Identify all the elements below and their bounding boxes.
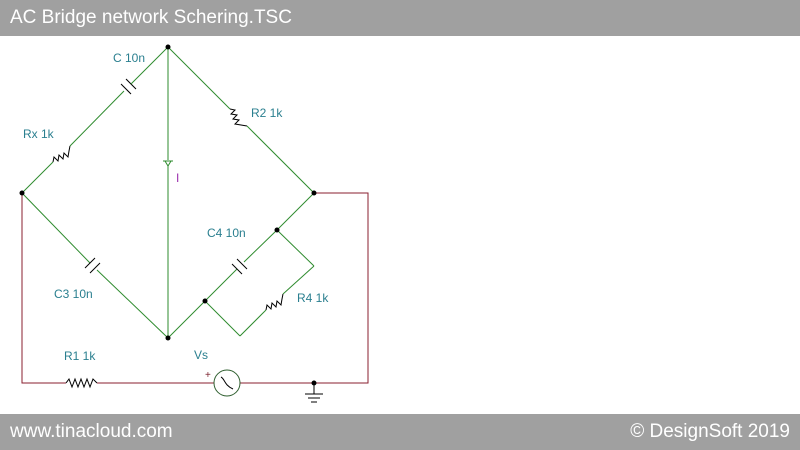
ground-icon [305, 383, 323, 403]
c4-label: C4 10n [207, 226, 246, 240]
outer-loop [21, 192, 369, 384]
voltage-source[interactable]: + [205, 369, 241, 397]
c3-label: C3 10n [54, 287, 93, 301]
r1-label: R1 1k [64, 349, 96, 363]
ammeter[interactable] [163, 47, 173, 338]
website-link[interactable]: www.tinacloud.com [10, 421, 173, 442]
source-label: Vs [194, 348, 208, 362]
window-title: AC Bridge network Schering.TSC [10, 7, 292, 28]
footer-bar: www.tinacloud.com © DesignSoft 2019 [0, 414, 800, 450]
bottom-right-arm [167, 192, 315, 339]
r4-resistor[interactable] [204, 229, 315, 337]
r2-resistor[interactable] [167, 46, 315, 194]
c4-capacitor[interactable] [204, 229, 278, 302]
title-bar: AC Bridge network Schering.TSC [0, 0, 800, 36]
node-dots [19, 44, 317, 386]
copyright: © DesignSoft 2019 [630, 421, 790, 442]
rx-label: Rx 1k [23, 127, 55, 141]
source-polarity: + [205, 370, 211, 381]
r1-resistor[interactable] [65, 377, 98, 389]
rx-resistor[interactable] [21, 90, 125, 194]
c-capacitor[interactable] [120, 46, 169, 95]
r2-label: R2 1k [251, 106, 283, 120]
r4-label: R4 1k [297, 291, 329, 305]
ammeter-label: I [176, 171, 179, 185]
c3-capacitor[interactable] [21, 192, 169, 339]
c-label: C 10n [113, 51, 145, 65]
